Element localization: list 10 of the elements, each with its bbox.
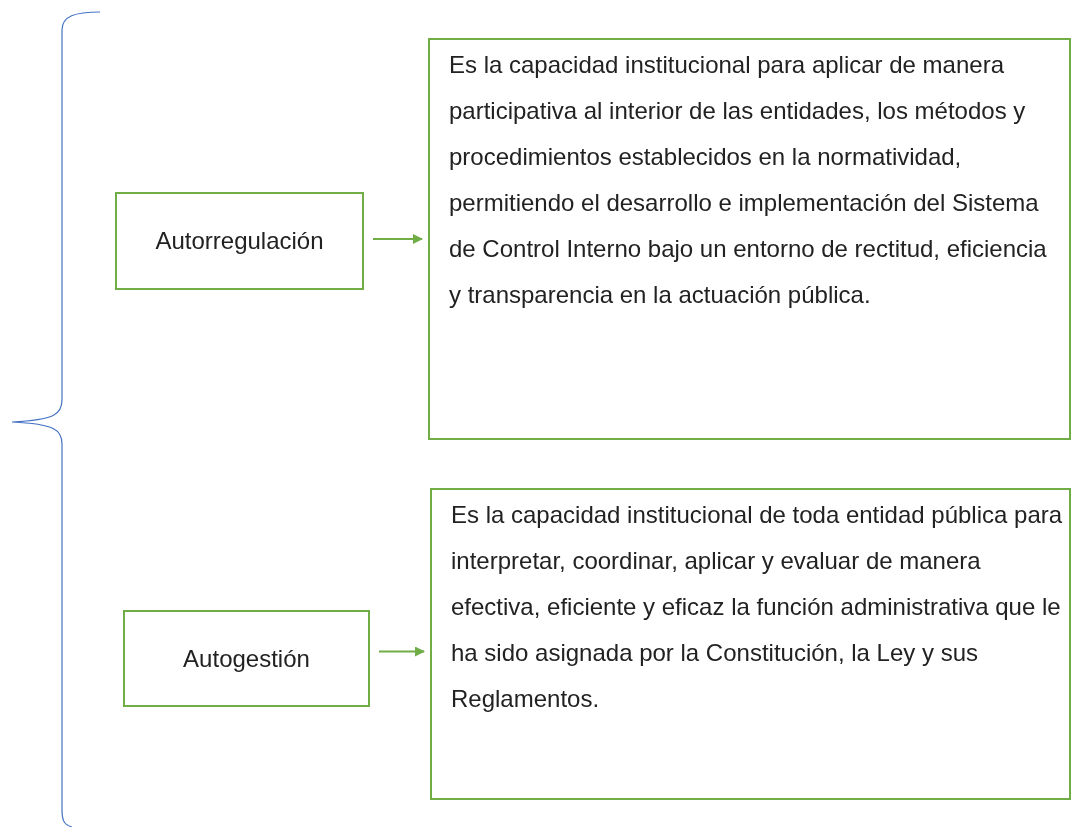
term-box (123, 610, 370, 707)
definition-box (428, 38, 1071, 440)
term-label: Autorregulación (155, 227, 324, 255)
arrow (372, 234, 423, 244)
definition-text: Es la capacidad institucional de toda entidad pública para interpretar, coordinar, aplicar y evaluar de manera efectiva, eficiente y eficaz la función administrativa que le ha sido asignada por la Constitución, la Ley y sus Reglamentos. (451, 501, 1063, 712)
term-box (115, 192, 364, 290)
arrow (378, 646, 425, 657)
definition-box (430, 488, 1071, 800)
term-label: Autogestión (183, 644, 310, 673)
definition-text: Es la capacidad institucional para aplicar de manera participativa al interior de las entidades, los métodos y procedimientos establecidos en la normatividad, permitiendo el desarrollo e implementación del Sistema de Control Interno bajo un entorno de rectitud, eficiencia y transparencia en la actuación pública. (449, 51, 1047, 308)
